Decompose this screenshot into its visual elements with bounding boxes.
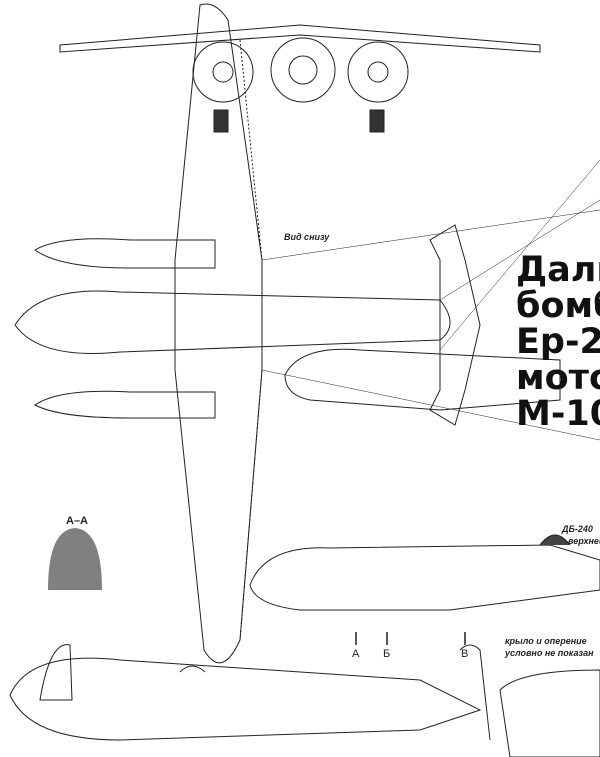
section-v-label: В — [461, 648, 469, 660]
section-b-label: Б — [383, 648, 391, 660]
side-view-2 — [249, 534, 600, 611]
title-line-1: Дальн — [516, 250, 600, 290]
section-label: А–А — [66, 515, 89, 527]
title-line-2: бомба — [516, 286, 600, 326]
title-line-4: мотор — [516, 358, 600, 398]
side-view-3 — [9, 644, 491, 741]
title-line-5: М-10 — [516, 394, 600, 434]
side-view-1 — [284, 348, 561, 411]
side-view-4 — [499, 669, 600, 757]
note-line-2: условно не показан — [505, 648, 594, 658]
variant-label-2: верхней — [568, 536, 600, 546]
plan-view — [14, 3, 600, 664]
front-view — [59, 24, 541, 133]
note-line-1: крыло и оперение — [505, 636, 587, 646]
section-a-label: А — [352, 648, 360, 660]
title-line-3: Ер-2 ( — [516, 322, 600, 362]
section-shape — [48, 528, 102, 590]
variant-label-1: ДБ-240 — [562, 524, 593, 534]
bottom-view-label: Вид снизу — [284, 232, 330, 242]
section-markers — [355, 632, 466, 645]
